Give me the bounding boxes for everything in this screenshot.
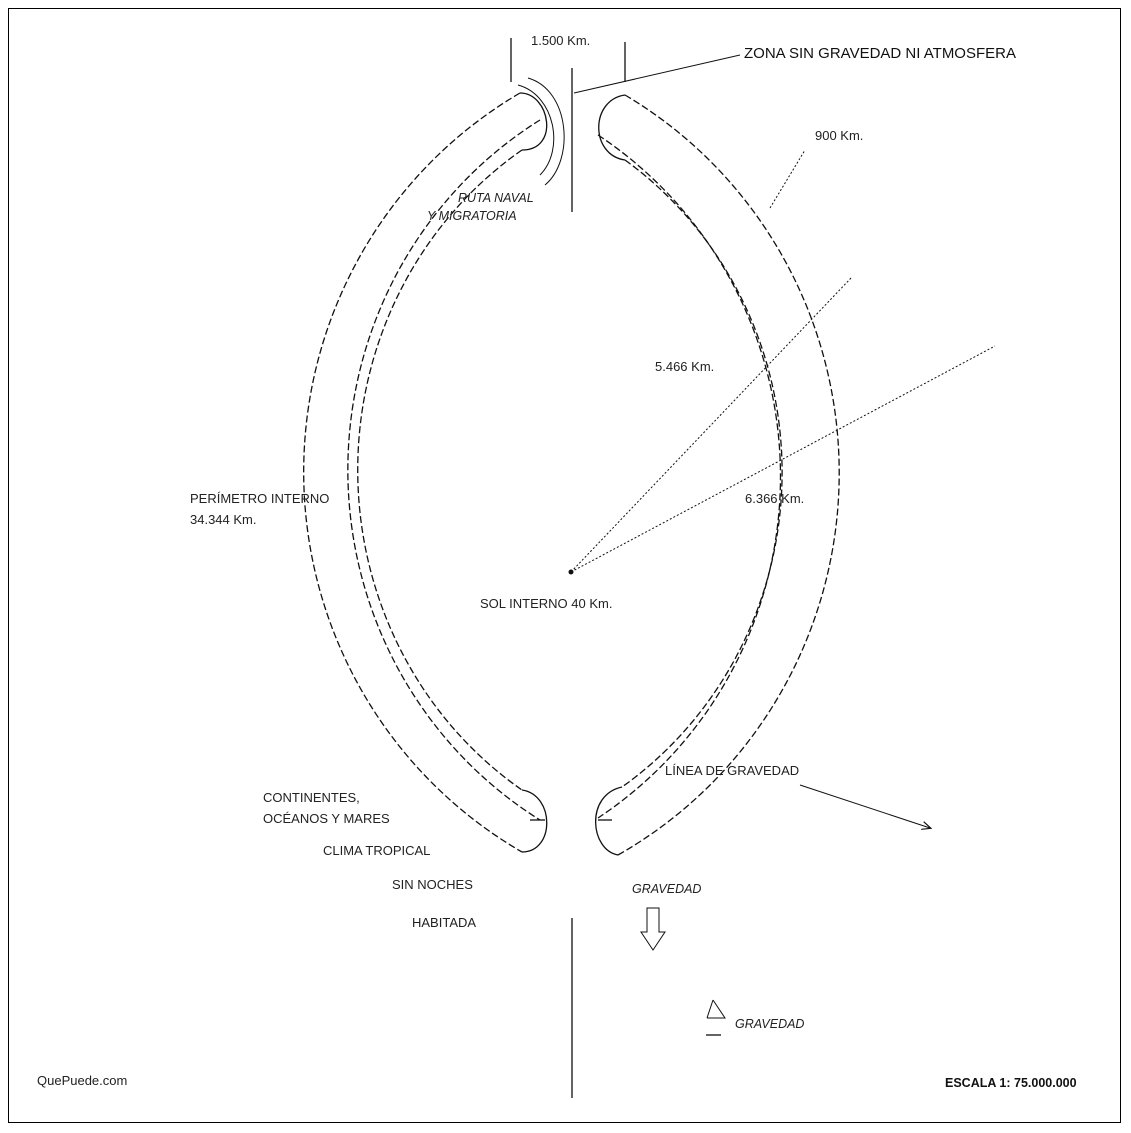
climate-label: CLIMA TROPICAL xyxy=(323,843,430,858)
naval-route-label-1: RUTA NAVAL xyxy=(458,191,534,205)
crust-thickness-label: 900 Km. xyxy=(815,128,863,143)
right-top-cap xyxy=(598,94,626,161)
zone-leader-line xyxy=(573,54,741,94)
diagram-frame xyxy=(8,8,1121,1123)
inner-sun-dot xyxy=(568,569,574,575)
continents-label-2: OCÉANOS Y MARES xyxy=(263,811,390,826)
inhabited-label: HABITADA xyxy=(412,915,476,930)
perimeter-label-1: PERÍMETRO INTERNO xyxy=(190,491,329,506)
naval-route-arrow-1 xyxy=(517,84,555,176)
right-bottom-cap xyxy=(594,786,623,856)
right-shell xyxy=(594,94,840,856)
inner-sun-label: SOL INTERNO 40 Km. xyxy=(480,596,612,611)
naval-route-label-2: Y MIGRATORIA xyxy=(427,209,517,223)
gravity-line-pointer xyxy=(799,784,930,828)
left-shell xyxy=(303,92,548,853)
gravity-down-arrow-icon xyxy=(640,907,666,951)
zone-label: ZONA SIN GRAVEDAD NI ATMOSFERA xyxy=(744,45,1016,62)
left-bottom-cap xyxy=(521,789,548,853)
left-gravity-line xyxy=(347,119,541,821)
naval-route-arrow-2 xyxy=(527,77,565,186)
gravity-line-label: LÍNEA DE GRAVEDAD xyxy=(665,763,799,778)
left-inner-surface xyxy=(357,149,523,791)
outer-radius-line xyxy=(570,345,996,573)
credit-label: QuePuede.com xyxy=(37,1073,127,1088)
right-inner-surface xyxy=(621,159,783,788)
left-outer-surface xyxy=(303,92,523,853)
no-nights-label: SIN NOCHES xyxy=(392,877,473,892)
gravity-bottom-label: GRAVEDAD xyxy=(735,1017,804,1031)
gravity-up-arrow-icon xyxy=(706,999,726,1019)
continents-label-1: CONTINENTES, xyxy=(263,790,360,805)
crust-thickness-line xyxy=(769,149,806,209)
scale-label: ESCALA 1: 75.000.000 xyxy=(945,1076,1077,1090)
perimeter-label-2: 34.344 Km. xyxy=(190,512,257,527)
left-top-cap xyxy=(519,92,548,151)
inner-radius-label: 5.466 Km. xyxy=(655,359,714,374)
gap-width-label: 1.500 Km. xyxy=(531,33,590,48)
inner-radius-line xyxy=(570,276,853,573)
right-outer-surface xyxy=(617,94,840,856)
gravity-top-label: GRAVEDAD xyxy=(632,882,701,896)
outer-radius-label: 6.366 Km. xyxy=(745,491,804,506)
right-gravity-line xyxy=(597,134,782,819)
